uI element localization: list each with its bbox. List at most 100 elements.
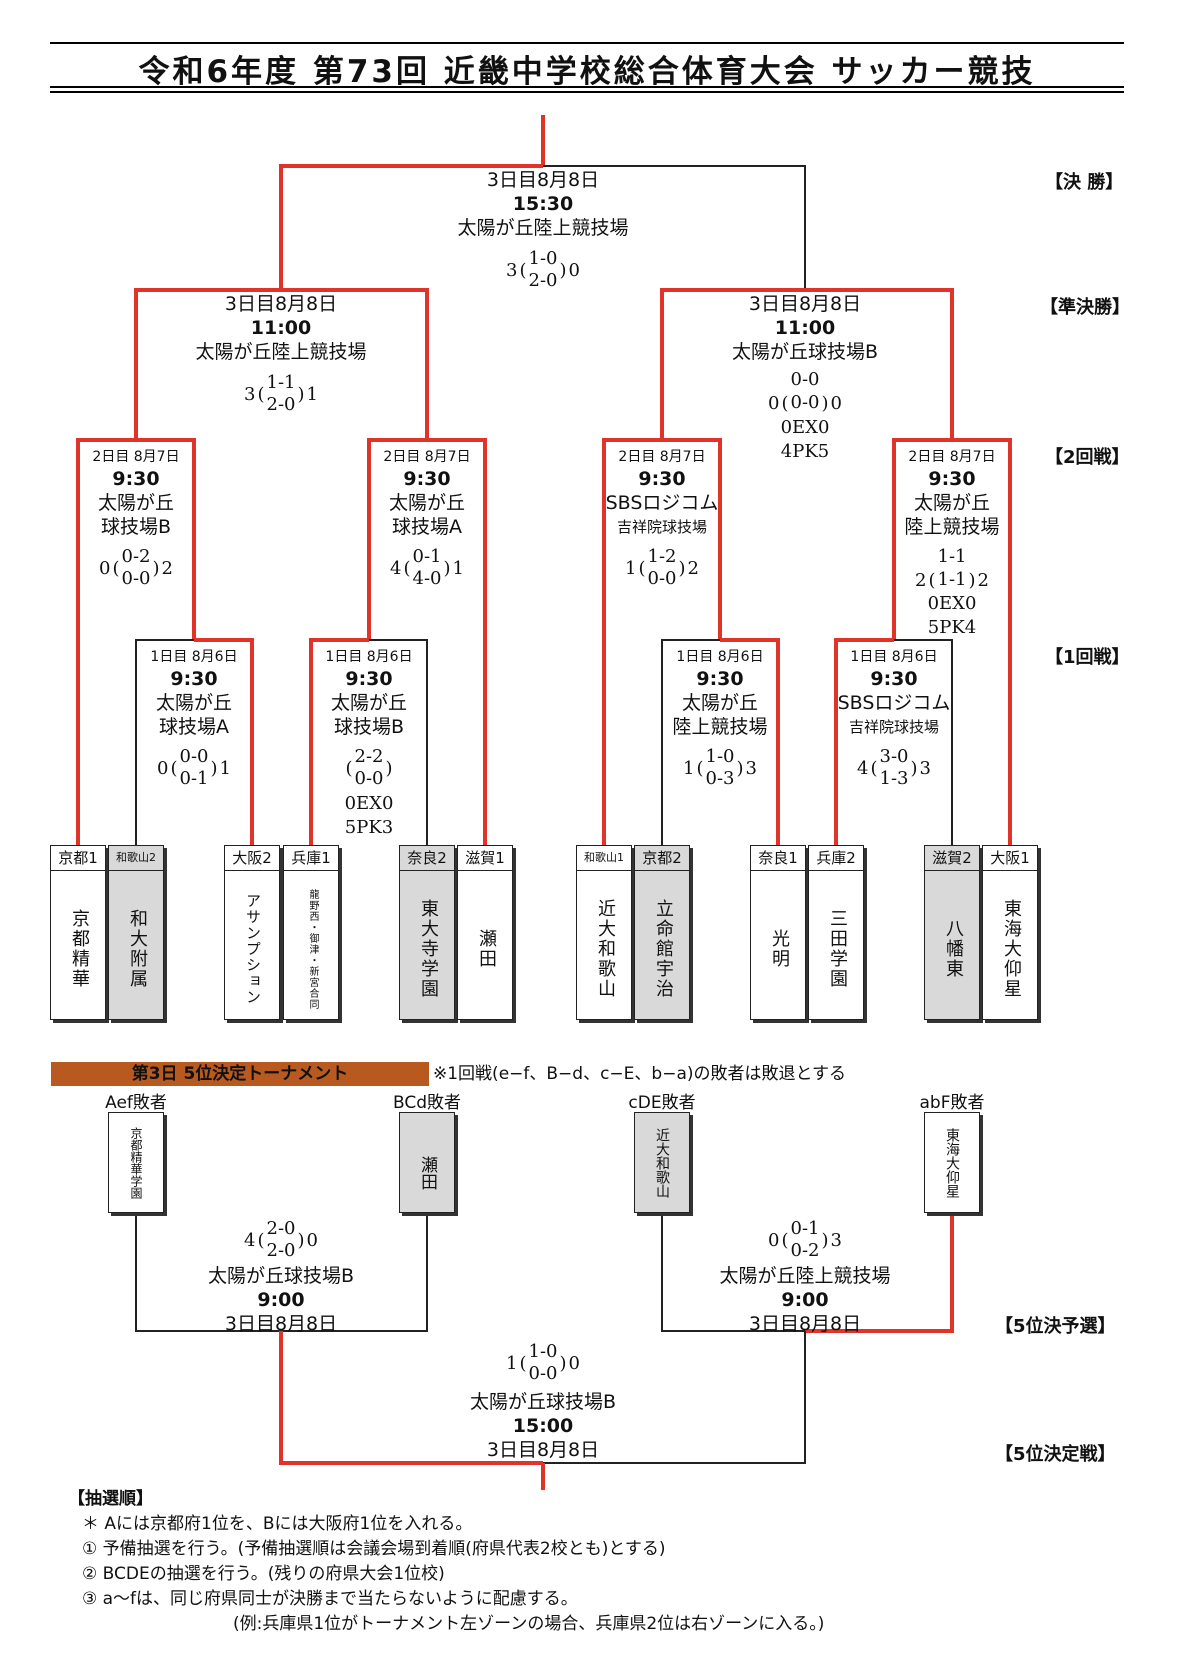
team-name: 瀬田 [476, 929, 497, 969]
score-right: 3 [745, 757, 757, 779]
paren-close: ) [821, 1229, 829, 1251]
team-name: 京都精華学園 [129, 1126, 143, 1199]
paren-close: ) [210, 757, 218, 779]
score-right: 2 [977, 569, 989, 591]
paren-open: ( [112, 557, 120, 579]
score-right: 1 [452, 557, 464, 579]
score-left: 3 [506, 259, 518, 281]
round-label-r2: 【2回戦】 [1045, 447, 1130, 468]
match-date: 3日目8月8日 [224, 1313, 338, 1335]
loser-team-box: 近大和歌山 [634, 1112, 690, 1213]
match-date: 3日目8月8日 [748, 1313, 862, 1335]
bracket-line [369, 639, 428, 845]
score-half: 2-0 [266, 1218, 296, 1239]
score-half: 1-3 [879, 768, 909, 789]
match-semi-right: 3日目8月8日 11:00 太陽が丘球技場B [705, 292, 905, 364]
paren-open: ( [519, 1352, 527, 1374]
loser-team-box: 京都精華学園 [108, 1112, 164, 1213]
match-semi-left: 3日目8月8日 11:00 太陽が丘陸上競技場 [181, 292, 381, 364]
match-venue: 球技場B [100, 516, 172, 538]
score-half: 2-0 [528, 270, 558, 291]
bracket-line [952, 438, 1012, 845]
paren-open: ( [170, 757, 178, 779]
team-box: 和歌山1 近大和歌山 [576, 845, 632, 1020]
extra-time: 0EX0 [927, 593, 977, 614]
paren-open: ( [870, 757, 878, 779]
score-halves: 1-1 [936, 569, 969, 591]
draw-line: ③ a〜fは、同じ府県同士が決勝まで当たらないように配慮する。 [82, 1589, 578, 1609]
score-half: 0-1 [179, 768, 209, 789]
bracket-line [805, 1213, 954, 1333]
match-venue: 太陽が丘 [388, 492, 465, 514]
team-box: 奈良1 光明 [750, 845, 806, 1020]
score-left: 0 [157, 757, 169, 779]
team-name: 立命館宇治 [653, 899, 674, 999]
loser-label: cDE敗者 [628, 1093, 696, 1113]
score-left: 3 [244, 383, 256, 405]
team-box: 滋賀2 八幡東 [924, 845, 980, 1020]
score-right: 0 [830, 392, 842, 414]
match-fifth-final: 太陽が丘球技場B 15:00 3日目8月8日 [443, 1390, 643, 1462]
score-right: 0 [568, 259, 580, 281]
match-date: 3日目8月8日 [486, 1439, 600, 1461]
paren-open: ( [781, 392, 789, 414]
bracket-line [136, 438, 196, 640]
bracket-line [805, 288, 954, 440]
score-half: 1-1 [937, 569, 967, 590]
match-venue: 太陽が丘陸上競技場 [719, 1265, 891, 1287]
paren-open: ( [403, 557, 411, 579]
paren-close: ) [821, 392, 829, 414]
bracket-line [134, 288, 281, 440]
score-half: 1-0 [705, 746, 735, 767]
team-name: 和大附属 [127, 909, 148, 989]
score-extra: 0EX0 5PK4 [907, 592, 997, 640]
match-venue: 太陽が丘 [97, 492, 174, 514]
score-half: 0-0 [647, 568, 677, 589]
title-bottom-rule [50, 86, 1124, 88]
score-half: 1-0 [528, 248, 558, 269]
paren-close: ) [736, 757, 744, 779]
score-half: 1-0 [528, 1341, 558, 1362]
title-area: 令和6年度 第73回 近畿中学校総合体育大会 サッカー競技 [50, 42, 1124, 93]
match-r2-2: 2日目 8月7日 9:30 太陽が丘 球技場A [371, 443, 483, 539]
match-venue: 太陽が丘球技場B [207, 1265, 355, 1287]
match-time: 15:30 [512, 193, 574, 215]
team-prefecture: 奈良1 [751, 846, 805, 871]
extra-time: 0EX0 [344, 793, 394, 814]
score-extra-top: 0-0 [790, 369, 820, 390]
loser-team-box: 瀬田 [399, 1112, 455, 1213]
extra-time: 0EX0 [780, 417, 830, 438]
score-r2-4: 2( 1-1 )2 [892, 569, 1012, 591]
score-half: 0-0 [354, 768, 384, 789]
score-right: 0 [306, 1229, 318, 1251]
title-top-rule [50, 42, 1124, 44]
team-box: 兵庫2 三田学園 [808, 845, 864, 1020]
draw-heading: 【抽選順】 [68, 1489, 153, 1509]
match-venue: 太陽が丘 [155, 692, 232, 714]
bracket-line [602, 438, 662, 845]
bracket-line [309, 638, 369, 845]
paren-open: ( [781, 1229, 789, 1251]
match-r2-4: 2日目 8月7日 9:30 太陽が丘 陸上競技場 [896, 443, 1008, 539]
team-prefecture: 滋賀1 [458, 846, 512, 871]
round-label-r1: 【1回戦】 [1045, 647, 1130, 668]
paren-close: ) [385, 757, 393, 779]
score-half: 0-1 [790, 1218, 820, 1239]
match-time: 9:30 [112, 468, 160, 490]
bracket-line [662, 438, 722, 640]
score-halves: 0-0 [789, 392, 822, 414]
round-label-final: 【決 勝】 [1045, 172, 1124, 193]
paren-open: ( [696, 757, 704, 779]
team-name: 近大和歌山 [595, 899, 616, 999]
match-venue: 太陽が丘 [681, 692, 758, 714]
